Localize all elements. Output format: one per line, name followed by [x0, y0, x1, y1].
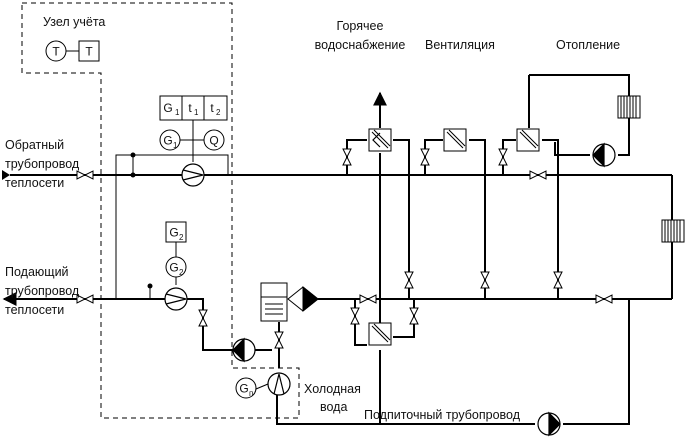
valve-return-main: [529, 170, 547, 180]
return-line-label-2: трубопровод: [5, 157, 80, 171]
display-g1-sub: 1: [175, 108, 180, 117]
junction-dot: [147, 283, 153, 289]
supply-line-label-3: теплосети: [5, 303, 65, 317]
heating-pump-return-pipe: [554, 142, 590, 156]
meter-display-box: [159, 95, 228, 121]
temperature-letter: T: [85, 45, 93, 59]
makeup-line-label: Подпиточный трубопровод: [364, 408, 521, 422]
supply-line-label-2: трубопровод: [5, 284, 80, 298]
valves: [76, 148, 613, 349]
g1-sub: 1: [173, 141, 178, 150]
makeup-pump-outlet-pipe: [563, 299, 630, 425]
supply-line-label-1: Подающий: [5, 265, 69, 279]
g1-letter: G: [163, 134, 172, 148]
gp-sub: п: [249, 389, 253, 398]
return-in-arrow: [2, 170, 10, 180]
display-t1-letter: t: [188, 101, 192, 115]
ventilation-right-pipe: [469, 139, 486, 299]
heating-label: Отопление: [556, 38, 621, 52]
makeup-pump: [537, 411, 561, 437]
ventilation-left-pipe: [424, 139, 443, 175]
cold-water-pump: [267, 372, 291, 396]
hot-water-label-line1: Горячее: [336, 19, 384, 33]
mixing-tank: [260, 282, 288, 322]
valve-pump-outlet: [198, 309, 208, 327]
junction-dot: [130, 152, 136, 158]
instrument-labels: T T G 1 t 1 t 2 G 1 Q G 2 G 2 G п: [52, 45, 253, 399]
exchanger-lower: [368, 322, 392, 346]
return-line-label-1: Обратный: [5, 138, 65, 152]
g2-box-sub: 2: [179, 233, 184, 242]
exchanger-hot-water: [368, 128, 392, 152]
lower-exchanger-right-pipe: [393, 299, 415, 338]
thermometer-letter: T: [52, 45, 60, 59]
ventilation-label: Вентиляция: [425, 38, 495, 52]
instruments: [45, 40, 257, 399]
valve-cold-water: [274, 331, 284, 349]
valve-lower-left: [350, 307, 360, 325]
cold-water-label-1: Холодная: [304, 382, 361, 396]
hot-water-label-line2: водоснабжение: [314, 38, 406, 52]
radiators: [617, 95, 685, 243]
heating-pump: [592, 142, 616, 168]
valve-supply-inlet: [76, 294, 94, 304]
return-line-label-3: теплосети: [5, 176, 65, 190]
junction-dot: [130, 172, 136, 178]
pumps: [164, 142, 616, 437]
heat-exchangers: [368, 128, 540, 346]
valve-vent-left: [420, 148, 430, 166]
g2-box-letter: G: [169, 226, 178, 240]
heating-radiator: [617, 95, 641, 119]
makeup-pipe: [276, 383, 535, 425]
valve-heat-right: [553, 271, 563, 289]
right-radiator: [661, 219, 685, 243]
circulation-pump: [232, 337, 256, 363]
thermometer-circle: [45, 40, 67, 62]
heating-loop-pipe: [529, 74, 630, 156]
g2-letter: G: [169, 261, 178, 275]
valve-supply-dist: [359, 294, 377, 304]
supply-pump: [164, 287, 188, 311]
display-g1-letter: G: [163, 101, 172, 115]
temperature-box: [78, 40, 100, 62]
return-pump: [181, 163, 205, 187]
valve-lower-right: [409, 307, 419, 325]
valve-supply-right: [595, 294, 613, 304]
gp-letter: G: [239, 382, 248, 396]
valve-hw-return: [342, 148, 352, 166]
display-t2-letter: t: [210, 101, 214, 115]
heating-exchanger-left-pipe: [502, 139, 516, 175]
gp-stem: [255, 383, 269, 390]
hot-water-return-pipe: [346, 139, 367, 175]
hot-water-secondary-pipe: [393, 139, 410, 299]
supply-pump-outlet-pipe: [186, 298, 233, 351]
exchanger-heating: [516, 128, 540, 152]
display-t1-sub: 1: [194, 108, 199, 117]
heating-exchanger-right-pipe: [542, 139, 559, 299]
display-t2-sub: 2: [216, 108, 221, 117]
meter-unit-boundary: [21, 2, 300, 419]
valve-return-inlet: [76, 170, 94, 180]
g2-sub: 2: [179, 268, 184, 277]
valve-hw-secondary: [404, 271, 414, 289]
regulator-valve: [287, 285, 319, 313]
valve-vent-right: [480, 271, 490, 289]
cold-water-label-2: вода: [320, 400, 348, 414]
gp-circle: [235, 377, 257, 399]
exchanger-ventilation: [443, 128, 467, 152]
meter-unit-label: Узел учёта: [43, 15, 106, 29]
q-letter: Q: [209, 134, 218, 148]
valve-heat-left: [498, 148, 508, 166]
